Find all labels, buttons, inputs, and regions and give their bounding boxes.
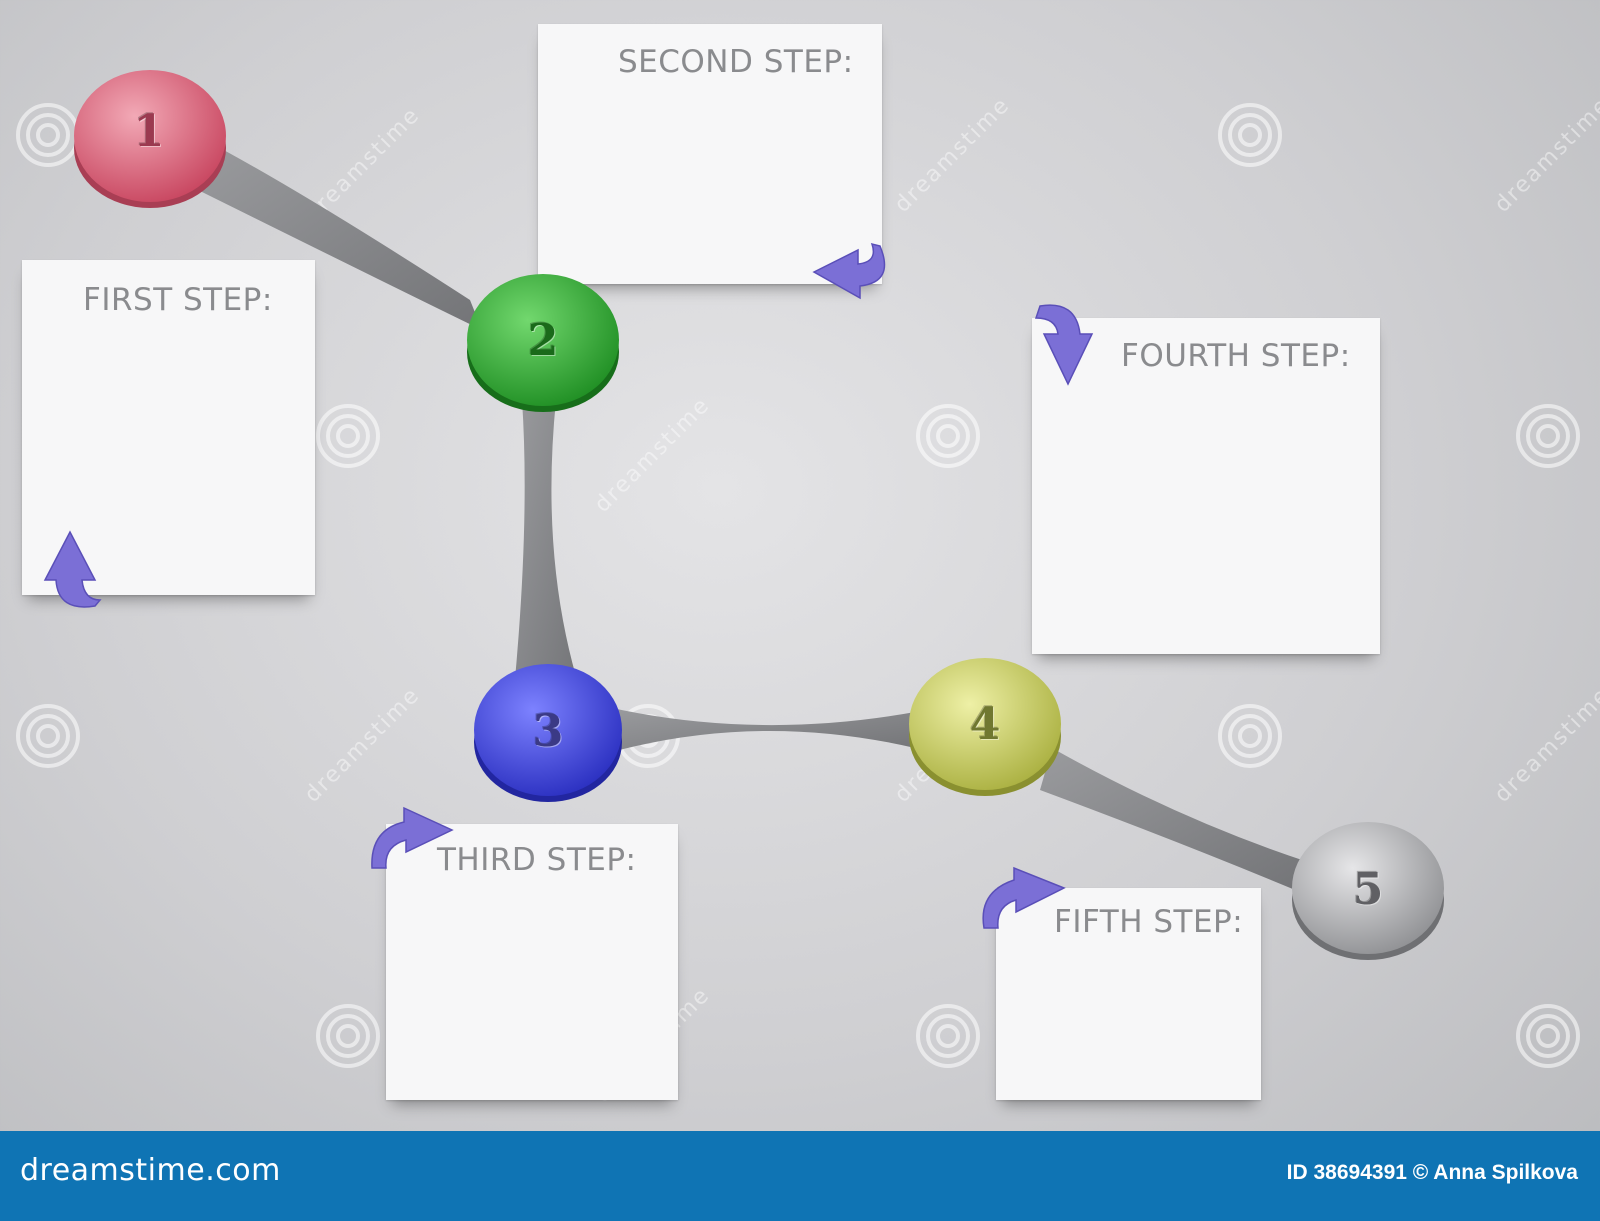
diagram-graphics (43, 70, 1444, 960)
step-card-2: SECOND STEP: (538, 24, 882, 284)
arrows (43, 242, 1094, 929)
process-diagram: dreamstime dreamstime dreamstime dreamst… (43, 24, 1444, 1100)
footer-bar: dreamstime.com ID 38694391 © Anna Spilko… (0, 1131, 1600, 1221)
step-title-3: THIRD STEP: (437, 842, 637, 878)
step-node-1 (74, 70, 226, 208)
step-number-2: 2 (527, 315, 559, 366)
arrow-icon (812, 242, 886, 300)
step-number-4: 4 (969, 699, 1001, 750)
step-node-3 (474, 664, 622, 802)
step-title-4: FOURTH STEP: (1121, 338, 1351, 374)
arrow-icon (371, 806, 454, 869)
step-node-4 (909, 658, 1061, 796)
connector-3-4 (612, 708, 915, 752)
step-node-5 (1292, 822, 1444, 960)
step-title-5: FIFTH STEP: (1054, 904, 1244, 940)
step-title-2: SECOND STEP: (618, 44, 854, 80)
step-number-5: 5 (1352, 864, 1384, 915)
footer-credit: ID 38694391 © Anna Spilkova (1286, 1161, 1578, 1184)
arrow-icon (1034, 304, 1094, 386)
arrow-icon (982, 866, 1066, 929)
step-card-4: FOURTH STEP: (1032, 318, 1380, 654)
step-card-5: FIFTH STEP: (996, 888, 1261, 1100)
arrow-icon (43, 530, 102, 608)
step-number-3: 3 (532, 706, 564, 757)
connector-4-5 (1040, 748, 1308, 892)
footer-brand[interactable]: dreamstime.com (20, 1153, 281, 1188)
step-node-2 (467, 274, 619, 412)
connector-2-3 (514, 400, 580, 690)
step-title-1: FIRST STEP: (83, 282, 273, 318)
connectors (198, 140, 1308, 892)
step-number-1: 1 (133, 106, 165, 157)
connector-1-2 (198, 140, 482, 330)
step-card-3: THIRD STEP: (386, 824, 678, 1100)
